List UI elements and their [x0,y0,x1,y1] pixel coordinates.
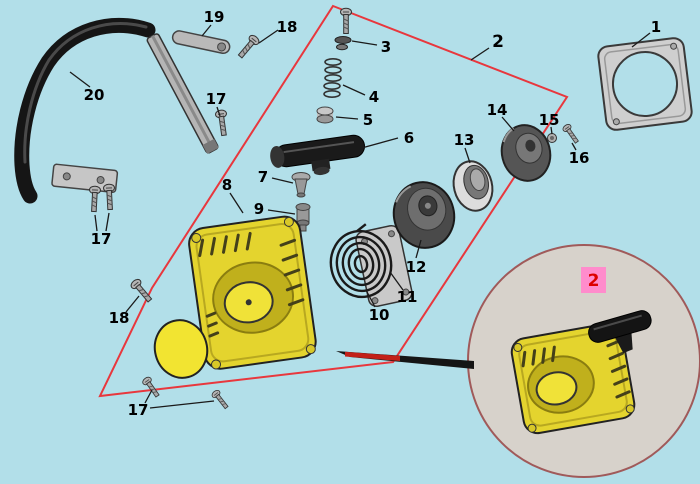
part-9-ferrule [295,203,311,232]
callout-7: 7 [258,168,268,186]
part-10-rewind-spring [329,223,393,299]
callout-18-mid: 18 [109,309,130,327]
part-6-starter-grip [270,134,366,176]
leader-15 [550,126,553,135]
leader-6 [357,137,399,150]
callout-15: 15 [539,111,560,129]
callout-3: 3 [381,38,391,56]
assembled-starter [510,322,636,435]
leader-17-mid-a [94,214,98,232]
leader-5 [335,116,359,120]
callout-18-top: 18 [277,18,298,36]
callout-5: 5 [363,111,373,129]
callout-20: 20 [84,86,105,104]
leader-11 [389,271,404,291]
leader-16 [571,142,577,151]
callout-13: 13 [454,131,475,149]
callout-6: 6 [404,129,414,147]
part-5-bushing [316,106,334,124]
leader-12 [415,239,422,259]
callout-14: 14 [487,101,508,119]
part-13-ring [452,160,494,212]
leader-9 [267,209,296,215]
callout-16: 16 [569,149,590,167]
part-7-pawl [291,172,311,198]
leader-14 [501,116,515,132]
leader-lines [69,24,651,409]
leader-8 [229,192,244,214]
leader-18-mid [125,295,140,313]
callout-4: 4 [369,88,379,106]
callout-17-top: 17 [206,90,227,108]
part-1-frame [597,37,693,131]
inset-badge-bg [581,267,606,293]
leader-7 [271,177,294,184]
callout-11: 11 [397,288,418,306]
leader-2 [470,47,490,61]
leader-19 [201,24,212,37]
part-8-starter-housing [188,215,317,370]
leader-18-top [258,29,279,44]
inset-detail: 2 [467,244,700,478]
callout-10: 10 [369,306,390,324]
part-12-rotor [392,181,456,249]
group-outline-polygon [98,4,569,398]
leader-13 [464,147,471,164]
callout-8: 8 [222,176,232,194]
leader-17-bottom-a [144,389,153,404]
part-rope-rotor-cap [153,319,209,379]
leader-10 [365,289,376,308]
leader-17-bottom-b [149,400,215,409]
callout-labels: 1 2 3 4 5 6 7 8 9 10 11 12 13 14 15 16 1… [84,8,662,419]
callout-1: 1 [651,18,661,36]
magnifier-pointer [336,351,474,369]
part-20-handlebar [14,17,219,204]
handle-bracket [51,163,119,194]
leader-17-mid-b [105,212,110,232]
callout-19: 19 [204,8,225,26]
leader-4 [342,84,366,96]
part-15-nut [547,133,557,143]
leader-3 [351,40,378,46]
part-14-disc [500,124,552,182]
part-3-screw-washer [334,7,352,51]
callout-12: 12 [406,258,427,276]
leader-1 [631,32,651,48]
leader-17-top [216,106,221,117]
callout-9: 9 [254,200,264,218]
callout-17-bottom: 17 [128,401,149,419]
handle-metal-bar [146,33,219,154]
callout-17-mid: 17 [91,230,112,248]
leader-20 [69,71,91,88]
inset-badge-label: 2 [588,271,600,291]
callout-2: 2 [492,32,504,52]
assembled-starter-grip [588,310,652,354]
part-4-spring [323,57,342,99]
